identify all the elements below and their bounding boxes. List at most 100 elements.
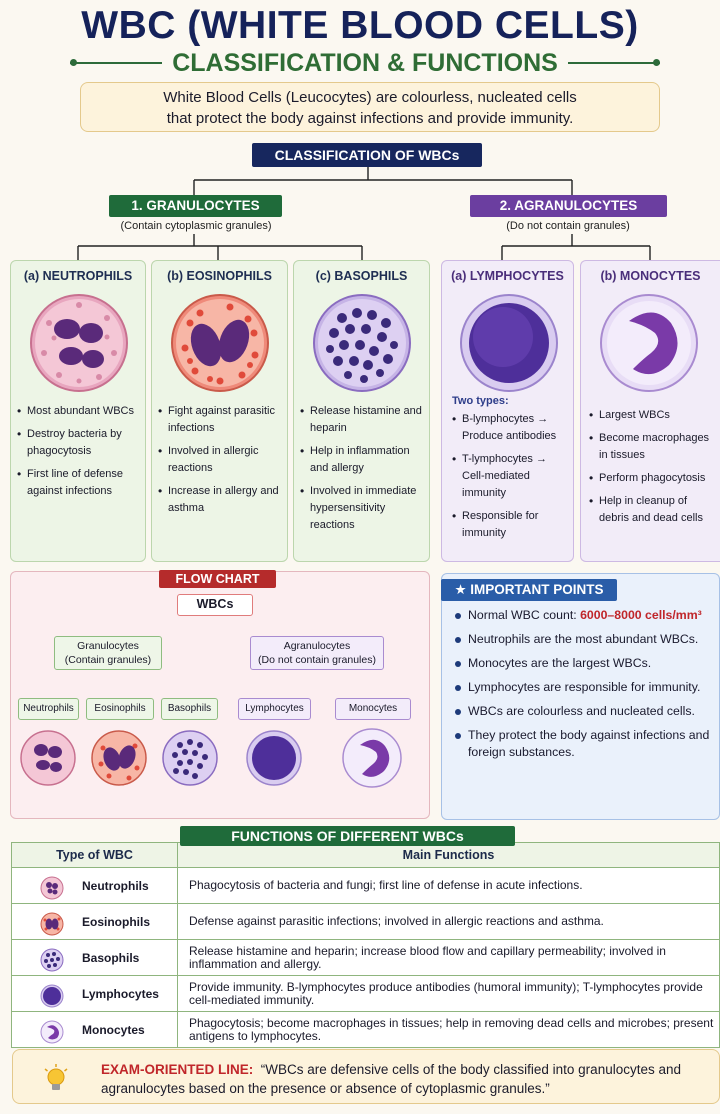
basophils-points: Release histamine and heparin Help in in… <box>300 403 426 540</box>
exam-line-box: EXAM-ORIENTED LINE: “WBCs are defensive … <box>12 1049 720 1104</box>
page-title: WBC (WHITE BLOOD CELLS) <box>81 4 639 47</box>
important-points-list: Normal WBC count: 6000–8000 cells/mm³ Ne… <box>452 607 720 768</box>
basophil-cell-icon <box>313 294 411 392</box>
exam-line-text: EXAM-ORIENTED LINE: “WBCs are defensive … <box>101 1060 716 1098</box>
list-item: B-lymphocytes → Produce antibodies <box>452 411 570 445</box>
list-item: Increase in allergy and asthma <box>158 483 284 517</box>
type-label: Neutrophils <box>82 878 149 893</box>
list-item: Fight against parasitic infections <box>158 403 284 437</box>
monocyte-cell-icon <box>600 294 698 392</box>
row-type: Eosinophils <box>11 903 178 940</box>
table-row: Lymphocytes Provide immunity. B-lymphocy… <box>11 975 720 1012</box>
list-item: Help in cleanup of debris and dead cells <box>589 493 717 527</box>
monocyte-cell-icon <box>342 728 402 788</box>
list-item: Largest WBCs <box>589 407 717 424</box>
two-types-label: Two types: <box>452 395 509 407</box>
table-row: Neutrophils Phagocytosis of bacteria and… <box>11 867 720 904</box>
list-item: Most abundant WBCs <box>17 403 141 420</box>
subtitle-divider-left <box>70 59 163 66</box>
flow-leaf-neutrophils: Neutrophils <box>18 698 79 720</box>
list-item: Responsible for immunity <box>452 508 570 542</box>
card-title-monocytes: (b) MONOCYTES <box>600 269 701 283</box>
type-label: Eosinophils <box>82 914 151 929</box>
card-lymphocytes: (a) LYMPHOCYTES Two types: B-lymphocytes… <box>441 260 574 562</box>
card-monocytes: (b) MONOCYTES Largest WBCs Become macrop… <box>580 260 720 562</box>
list-item: WBCs are colourless and nucleated cells. <box>452 703 720 720</box>
row-function: Release histamine and heparin; increase … <box>177 939 720 976</box>
lymphocyte-cell-icon <box>246 730 302 786</box>
flow-leaf-lymphocytes: Lymphocytes <box>238 698 311 720</box>
classification-heading: CLASSIFICATION OF WBCs <box>252 143 482 167</box>
lymphocyte-cell-icon <box>460 294 558 392</box>
row-type: Monocytes <box>11 1011 178 1048</box>
flow-granulocytes: Granulocytes (Contain granules) <box>54 636 162 670</box>
flow-agranulocytes-label: Agranulocytes <box>283 640 351 652</box>
row-function: Phagocytosis of bacteria and fungi; firs… <box>177 867 720 904</box>
flow-granulocytes-label: Granulocytes <box>77 640 139 652</box>
lymphocytes-points: B-lymphocytes → Produce antibodies T-lym… <box>452 411 570 548</box>
basophil-cell-icon <box>162 730 218 786</box>
row-function: Defense against parasitic infections; in… <box>177 903 720 940</box>
wbc-count-label: Normal WBC count: <box>468 608 581 622</box>
intro-box: White Blood Cells (Leucocytes) are colou… <box>80 82 660 132</box>
card-title-lymphocytes: (a) LYMPHOCYTES <box>451 269 564 283</box>
functions-table: Type of WBC Main Functions Neutrophils P… <box>11 842 720 1048</box>
type-label: Monocytes <box>82 1022 145 1037</box>
flow-granulocytes-note: (Contain granules) <box>64 654 152 666</box>
granulocytes-tag: 1. GRANULOCYTES <box>109 195 282 217</box>
wbc-count-value: 6000–8000 cells/mm³ <box>580 608 702 622</box>
flow-leaf-monocytes: Monocytes <box>335 698 411 720</box>
intro-line-2: that protect the body against infections… <box>166 110 574 127</box>
list-item: First line of defense against infections <box>17 466 141 500</box>
list-item: Help in inflammation and allergy <box>300 443 426 477</box>
type-label: Basophils <box>82 950 140 965</box>
list-item: Involved in allergic reactions <box>158 443 284 477</box>
agranulocytes-note: (Do not contain granules) <box>506 220 630 232</box>
monocyte-cell-icon <box>40 1020 64 1044</box>
row-type: Lymphocytes <box>11 975 178 1012</box>
card-neutrophils: (a) NEUTROPHILS Most abundant WBCs Destr… <box>10 260 146 562</box>
list-item: Release histamine and heparin <box>300 403 426 437</box>
card-basophils: (c) BASOPHILS Release histamine and hepa… <box>293 260 430 562</box>
granulocytes-note: (Contain cytoplasmic granules) <box>120 220 272 232</box>
neutrophil-cell-icon <box>30 294 128 392</box>
important-points-heading: ★ IMPORTANT POINTS <box>441 579 617 601</box>
flow-agranulocytes-note: (Do not contain granules) <box>258 654 376 666</box>
monocytes-points: Largest WBCs Become macrophages in tissu… <box>589 407 717 533</box>
eosinophil-cell-icon <box>171 294 269 392</box>
table-row: Basophils Release histamine and heparin;… <box>11 939 720 976</box>
list-item: Become macrophages in tissues <box>589 430 717 464</box>
col-header-functions: Main Functions <box>177 842 720 868</box>
row-type: Basophils <box>11 939 178 976</box>
row-function: Provide immunity. B-lymphocytes produce … <box>177 975 720 1012</box>
card-title-eosinophils: (b) EOSINOPHILS <box>167 269 272 283</box>
row-function: Phagocytosis; become macrophages in tiss… <box>177 1011 720 1048</box>
important-points-box: ★ IMPORTANT POINTS Normal WBC count: 600… <box>441 573 720 820</box>
lymphocyte-cell-icon <box>40 984 64 1008</box>
lightbulb-icon <box>44 1064 68 1090</box>
row-type: Neutrophils <box>11 867 178 904</box>
page-subtitle: CLASSIFICATION & FUNCTIONS <box>172 48 558 77</box>
table-row: Monocytes Phagocytosis; become macrophag… <box>11 1011 720 1048</box>
list-item: Neutrophils are the most abundant WBCs. <box>452 631 720 648</box>
list-item: Perform phagocytosis <box>589 470 717 487</box>
type-label: Lymphocytes <box>82 986 159 1001</box>
list-item: Monocytes are the largest WBCs. <box>452 655 720 672</box>
card-title-basophils: (c) BASOPHILS <box>315 269 408 283</box>
exam-line-quote: “WBCs are defensive cells of the body cl… <box>101 1062 681 1096</box>
flow-leaf-eosinophils: Eosinophils <box>86 698 154 720</box>
subtitle-divider-right <box>567 59 661 66</box>
list-item: Involved in immediate hypersensitivity r… <box>300 483 426 534</box>
exam-line-label: EXAM-ORIENTED LINE: <box>101 1062 254 1077</box>
eosinophil-cell-icon <box>91 730 147 786</box>
neutrophil-cell-icon <box>20 730 76 786</box>
card-eosinophils: (b) EOSINOPHILS Fight against parasitic … <box>151 260 288 562</box>
eosinophil-cell-icon <box>40 912 64 936</box>
list-item: T-lymphocytes → Cell-mediated immunity <box>452 451 570 502</box>
list-item: Lymphocytes are responsible for immunity… <box>452 679 720 696</box>
flow-root-wbcs: WBCs <box>177 594 253 616</box>
agranulocytes-tag: 2. AGRANULOCYTES <box>470 195 667 217</box>
eosinophils-points: Fight against parasitic infections Invol… <box>158 403 284 523</box>
list-item: Destroy bacteria by phagocytosis <box>17 426 141 460</box>
table-row: Eosinophils Defense against parasitic in… <box>11 903 720 940</box>
